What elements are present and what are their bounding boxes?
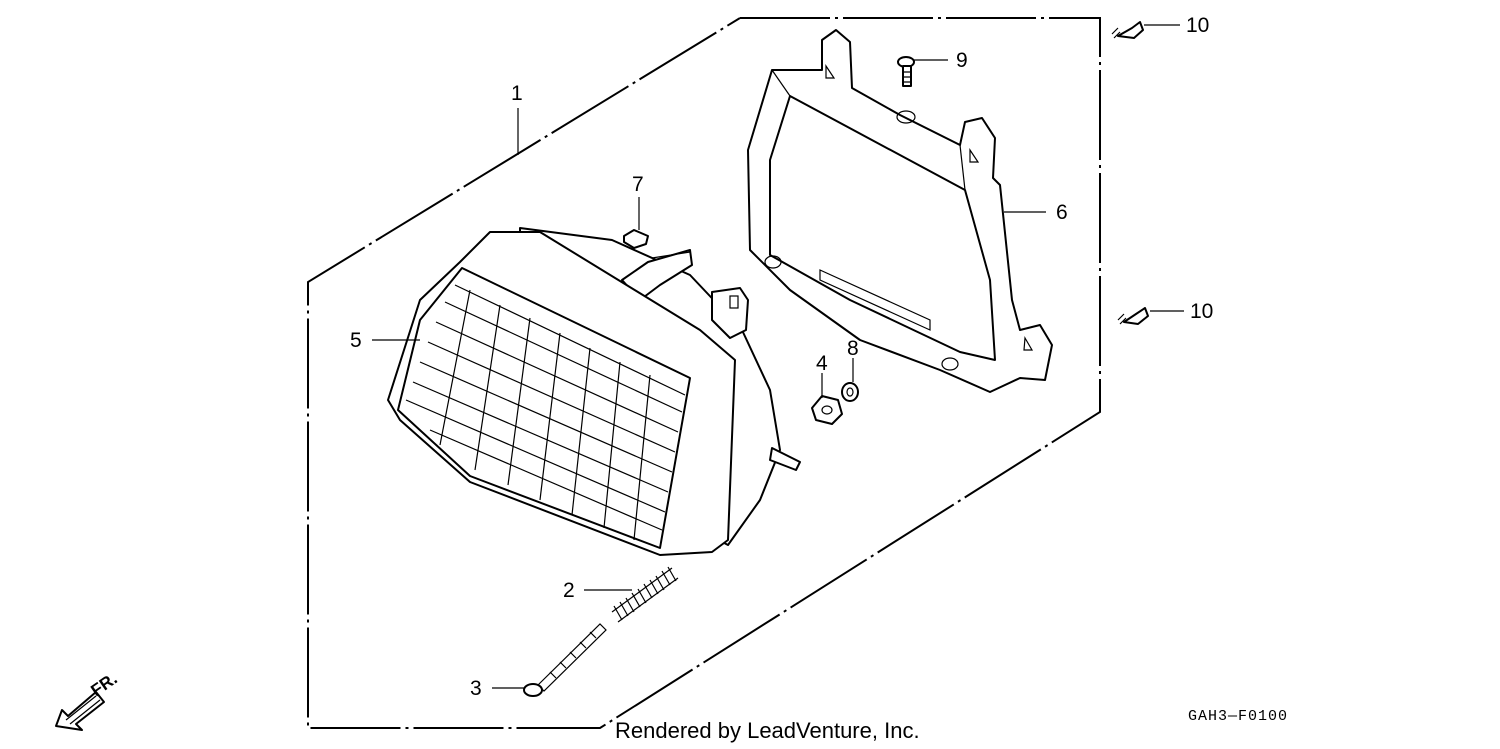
leader-lines (372, 24, 1184, 689)
callout-7: 7 (632, 173, 644, 196)
callout-10-bottom: 10 (1190, 300, 1213, 323)
callout-6: 6 (1056, 201, 1068, 224)
callout-10-top: 10 (1186, 14, 1209, 37)
adjusting-spring (611, 566, 679, 623)
callout-2: 2 (563, 579, 575, 602)
assembly-boundary (307, 17, 1101, 729)
callout-9: 9 (956, 49, 968, 72)
callout-5: 5 (350, 329, 362, 352)
headlight-unit (387, 227, 801, 556)
callout-1: 1 (511, 82, 523, 105)
diagram-code: GAH3—F0100 (1188, 708, 1288, 725)
bolt-part-9 (897, 56, 915, 87)
render-credit: Rendered by LeadVenture, Inc. (615, 718, 920, 743)
headlight-case (747, 29, 1053, 393)
bolt-part-10-bottom (1117, 307, 1149, 325)
nut-part-7 (623, 229, 649, 249)
adjusting-screw (523, 623, 607, 697)
nut-part-4 (811, 395, 843, 425)
bolt-part-10-top (1111, 21, 1144, 39)
washer-part-8 (841, 382, 859, 402)
callout-3: 3 (470, 677, 482, 700)
lens-ribs (405, 284, 686, 541)
callout-8: 8 (847, 337, 859, 360)
callout-4: 4 (816, 352, 828, 375)
front-direction-arrow: FR. (55, 669, 121, 731)
